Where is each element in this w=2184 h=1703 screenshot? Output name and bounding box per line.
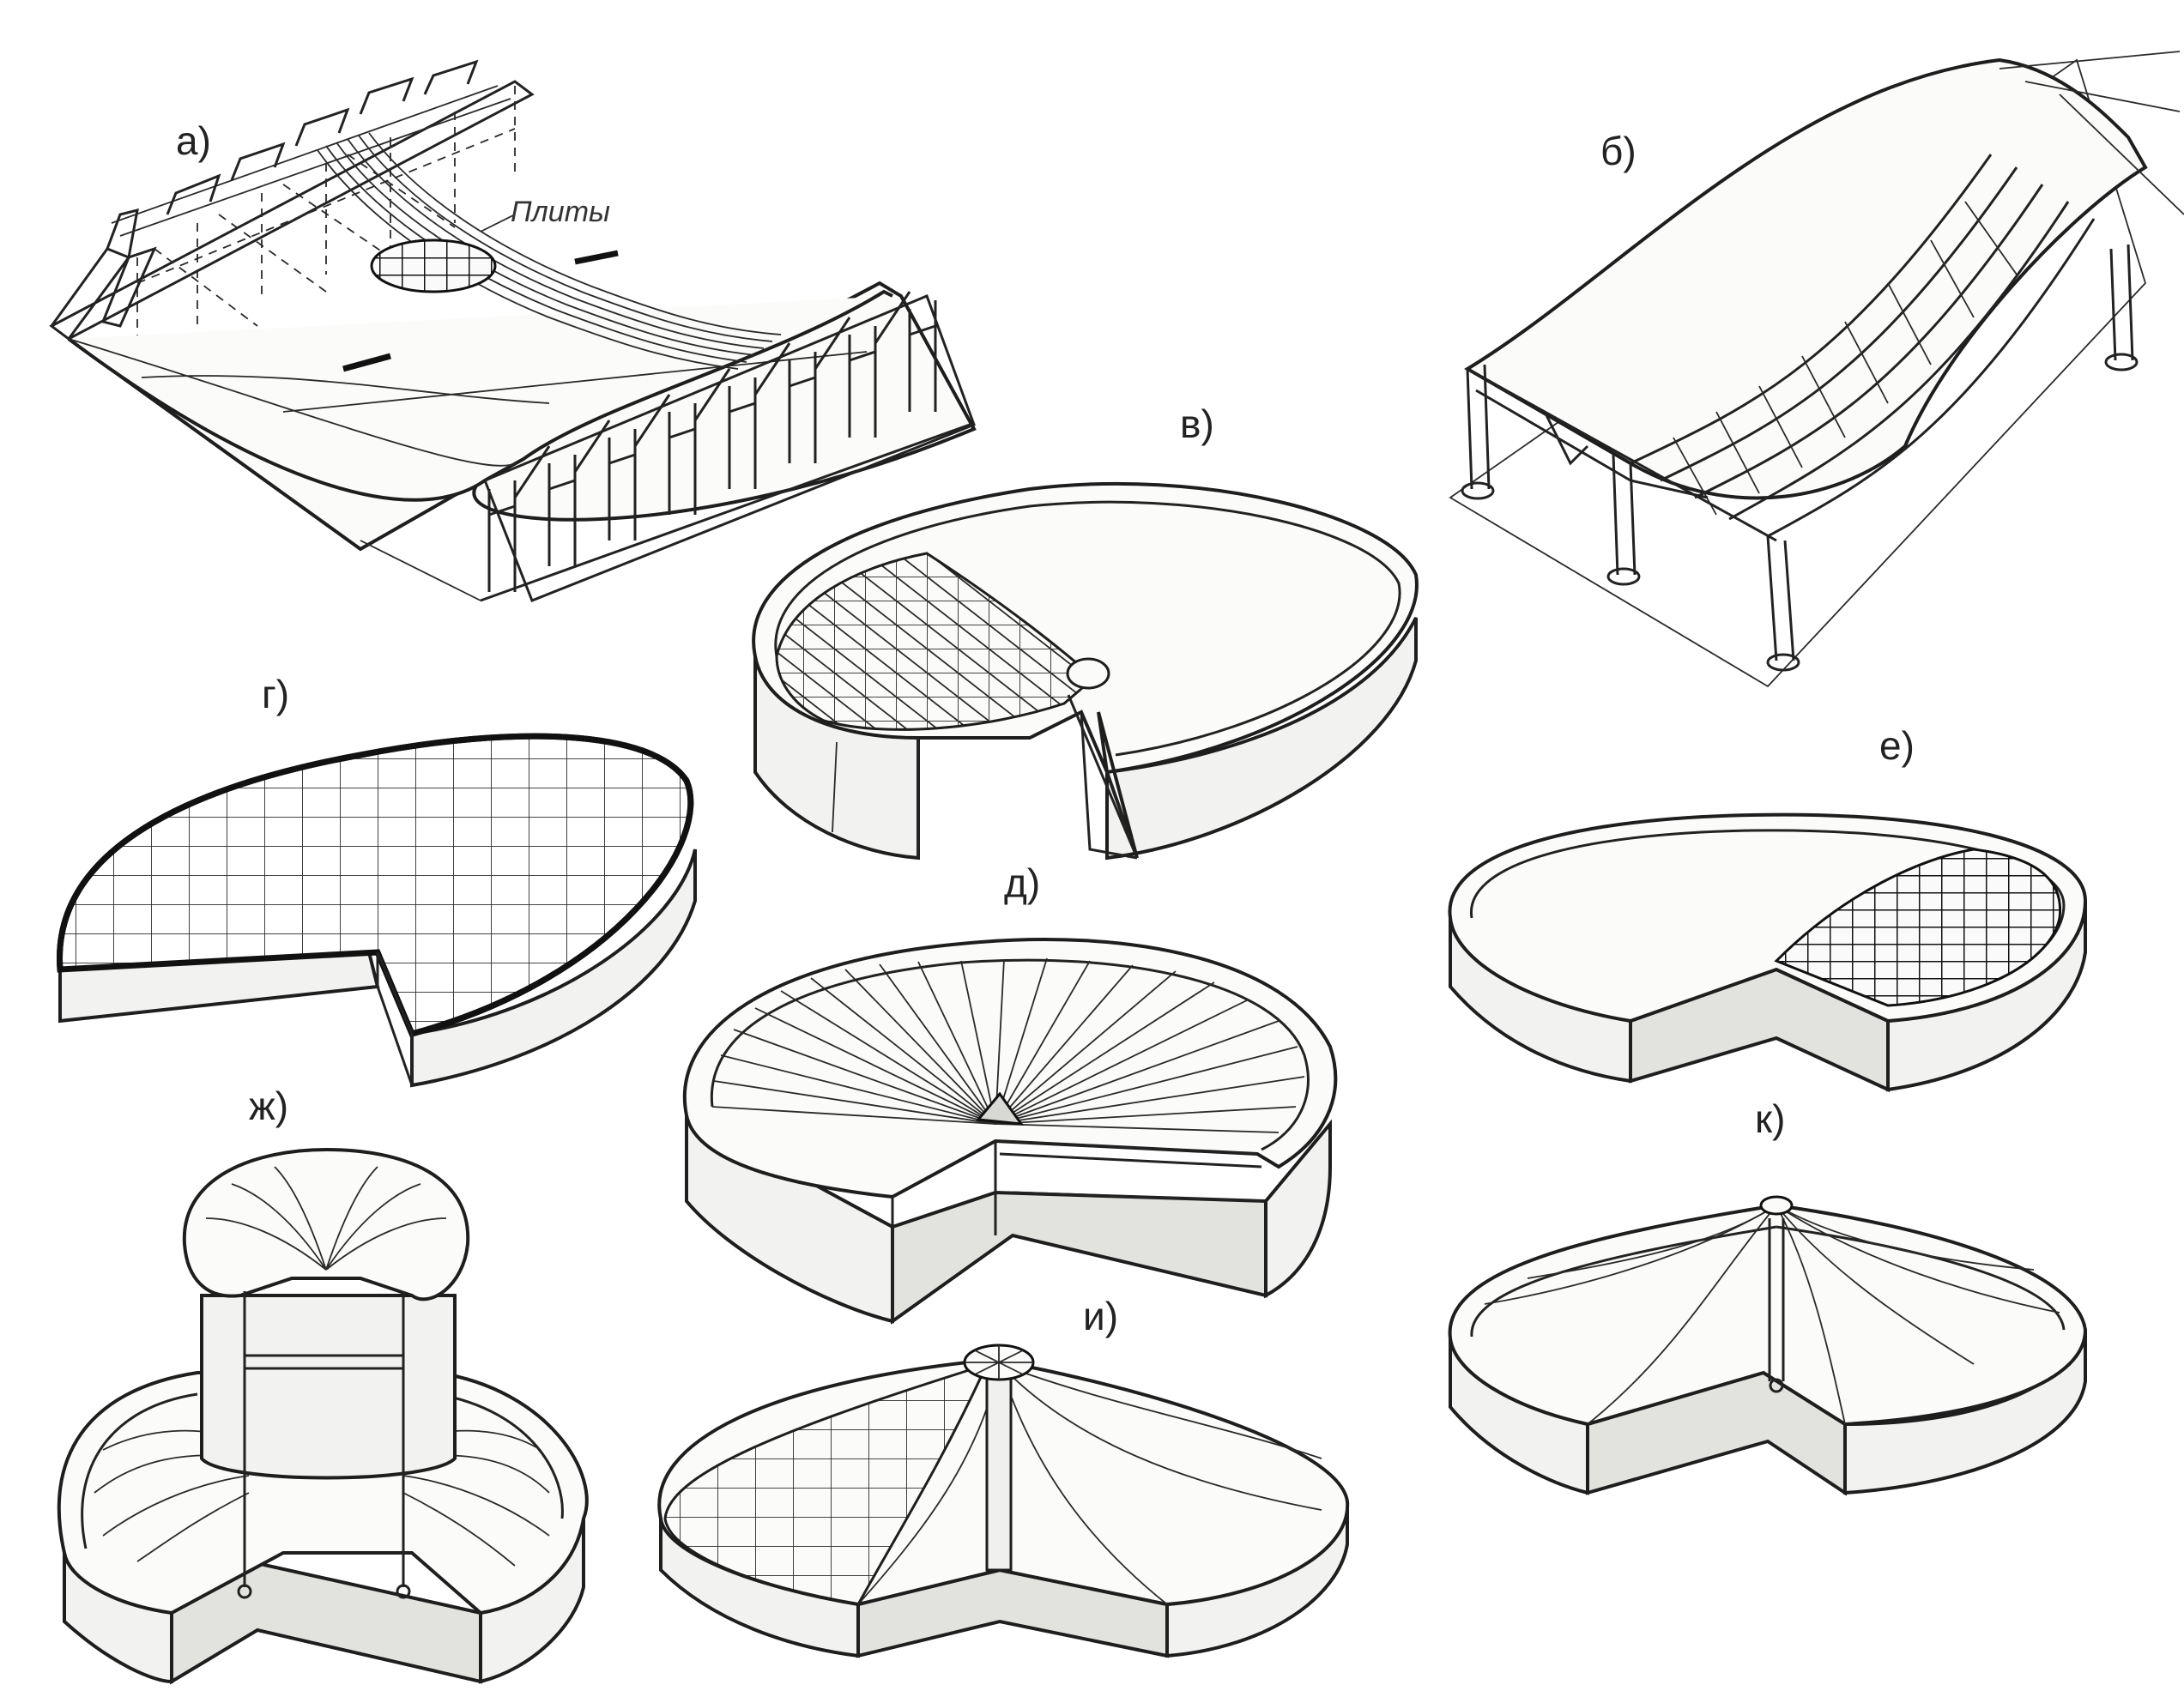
columns-frame xyxy=(1466,244,2134,661)
diagram-d-radial-cables: д) xyxy=(682,861,1338,1325)
back-trestles xyxy=(49,59,535,352)
label-d: д) xyxy=(1004,861,1040,905)
label-zh: ж) xyxy=(249,1084,288,1128)
label-g: г) xyxy=(262,672,289,716)
diagram-e-dense-grid: е) xyxy=(1448,723,2088,1093)
label-v: в) xyxy=(1180,402,1214,446)
annotation-plates: Плиты xyxy=(511,196,610,228)
cable-bundle xyxy=(317,132,782,370)
diagram-k-central-post-folds: к) xyxy=(1448,1096,2088,1496)
central-ring xyxy=(1066,657,1110,690)
label-e: е) xyxy=(1879,723,1915,768)
cable-net xyxy=(1630,154,2096,538)
diagram-i-central-mast: и) xyxy=(657,1294,1350,1658)
diagram-zh-tower-composite: ж) xyxy=(57,1084,589,1685)
central-mast xyxy=(985,1362,1013,1572)
label-b: б) xyxy=(1600,129,1636,173)
central-post xyxy=(976,1091,1025,1126)
label-k: к) xyxy=(1755,1096,1785,1141)
front-trestles xyxy=(360,291,976,602)
post-top xyxy=(1759,1195,1794,1216)
diagram-g-orthogonal-net: г) xyxy=(57,672,697,1088)
grid-sector xyxy=(663,1362,989,1606)
diagram-b-cable-net-frame: б) xyxy=(1449,51,2184,688)
plate-cluster xyxy=(370,239,497,293)
diagram-a-suspended-roof-trestles: Плиты а) xyxy=(49,59,977,602)
label-i: и) xyxy=(1083,1294,1118,1338)
diagram-v-round-cable-net: в) xyxy=(752,402,1419,861)
label-a: а) xyxy=(176,118,211,163)
dense-grid-sector xyxy=(1774,848,2062,1007)
